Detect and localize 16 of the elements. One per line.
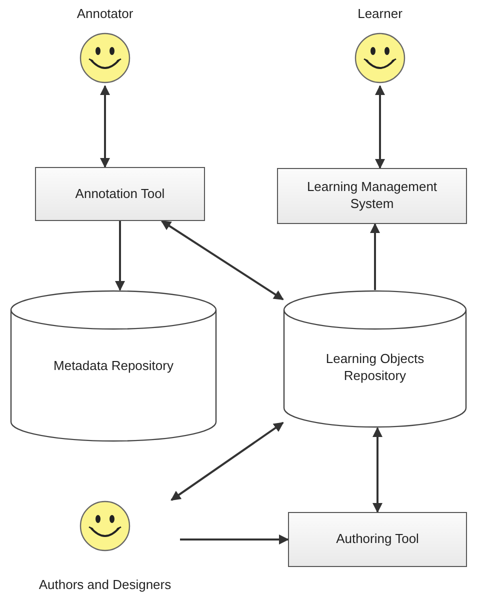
actor-label: Learner xyxy=(356,6,404,21)
arrow xyxy=(100,85,110,168)
arrow xyxy=(180,534,289,544)
arrow xyxy=(160,220,284,300)
arrow xyxy=(370,223,380,290)
process-box: Authoring Tool xyxy=(288,512,467,567)
repository-label: Learning Objects Repository xyxy=(324,351,426,385)
arrow xyxy=(170,422,284,501)
actor-label: Annotator xyxy=(76,6,134,21)
actor-label: Authors and Designers xyxy=(38,577,172,592)
arrow xyxy=(372,427,382,513)
process-box: Annotation Tool xyxy=(35,167,205,221)
arrow xyxy=(115,221,125,291)
repository-label: Metadata Repository xyxy=(52,358,174,375)
arrow xyxy=(375,85,385,169)
process-box: Learning Management System xyxy=(277,168,467,224)
